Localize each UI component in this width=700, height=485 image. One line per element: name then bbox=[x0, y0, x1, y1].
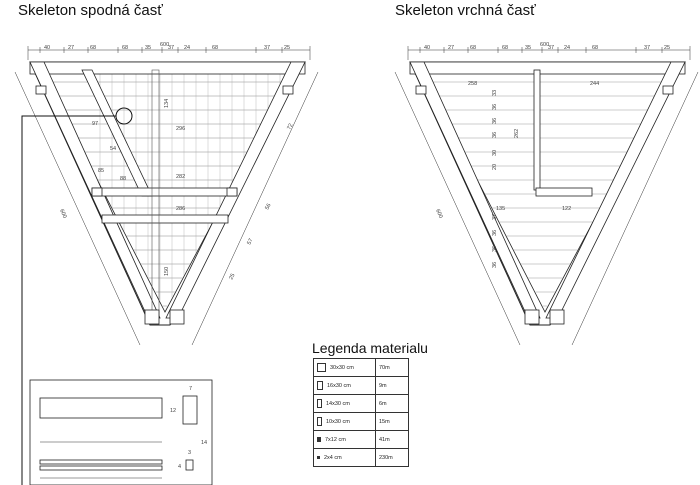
left-right-side: 56 bbox=[264, 203, 272, 211]
right-top-seg: 40 bbox=[424, 45, 430, 51]
detail-dim: 14 bbox=[201, 440, 207, 446]
right-top-seg: 68 bbox=[470, 45, 476, 51]
legend-qty: 70m bbox=[375, 358, 409, 377]
legend-qty: 15m bbox=[375, 412, 409, 431]
legend-qty: 6m bbox=[375, 394, 409, 413]
legend-size-cell: 7x12 cm bbox=[313, 430, 376, 449]
left-long-side: 600 bbox=[58, 208, 67, 219]
right-vertical-label: 20 bbox=[492, 164, 498, 170]
right-vertical-label: 36 bbox=[492, 132, 498, 138]
right-vertical-label: 30 bbox=[492, 150, 498, 156]
left-top-seg: 37 bbox=[168, 45, 174, 51]
legend-row: 30x30 cm 70m bbox=[313, 358, 409, 377]
left-inner-label: 85 bbox=[98, 168, 104, 174]
right-top-seg: 27 bbox=[448, 45, 454, 51]
left-inner-label: 296 bbox=[176, 126, 185, 132]
right-vertical-label: 33 bbox=[492, 90, 498, 96]
right-vertical-labels: 33 36 36 36 30 20 37 36 36 36 bbox=[492, 90, 498, 268]
legend-size: 7x12 cm bbox=[325, 436, 346, 443]
right-inner-label: 262 bbox=[514, 129, 520, 138]
left-inner-label: 286 bbox=[176, 206, 185, 212]
detail-dim: 4 bbox=[178, 464, 181, 470]
right-inner-label: 258 bbox=[468, 81, 477, 87]
right-vertical-label: 36 bbox=[492, 230, 498, 236]
left-top-total: 600 bbox=[160, 42, 169, 48]
left-right-side: 57 bbox=[246, 238, 254, 246]
cross-section-icon bbox=[317, 455, 320, 459]
legend-qty: 9m bbox=[375, 376, 409, 395]
right-top-seg: 68 bbox=[592, 45, 598, 51]
left-right-side: 72 bbox=[286, 123, 294, 131]
right-inner-label: 135 bbox=[496, 206, 505, 212]
right-top-total: 600 bbox=[540, 42, 549, 48]
legend-row: 14x30 cm 6m bbox=[313, 394, 409, 413]
right-vertical-label: 37 bbox=[492, 214, 498, 220]
left-inner-label: 134 bbox=[164, 99, 170, 108]
left-top-seg: 27 bbox=[68, 45, 74, 51]
legend-size: 14x30 cm bbox=[326, 400, 350, 407]
legend-size: 30x30 cm bbox=[330, 364, 354, 371]
cross-section-icon bbox=[317, 381, 323, 390]
legend-size-cell: 16x30 cm bbox=[313, 376, 376, 395]
right-top-seg: 37 bbox=[644, 45, 650, 51]
legend-row: 7x12 cm 41m bbox=[313, 430, 409, 449]
legend-size-cell: 2x4 cm bbox=[313, 448, 376, 467]
right-inner-label: 244 bbox=[590, 81, 599, 87]
left-top-seg: 35 bbox=[145, 45, 151, 51]
cross-section-icon bbox=[317, 399, 322, 408]
left-inner-label: 150 bbox=[164, 267, 170, 276]
left-top-seg: 68 bbox=[122, 45, 128, 51]
title-top-skeleton: Skeleton vrchná časť bbox=[395, 2, 536, 19]
cross-section-icon bbox=[317, 363, 326, 372]
right-long-side: 600 bbox=[434, 208, 443, 219]
left-inner-label: 97 bbox=[92, 121, 98, 127]
left-top-seg: 37 bbox=[264, 45, 270, 51]
detail-dim: 7 bbox=[189, 386, 192, 392]
legend-row: 10x30 cm 15m bbox=[313, 412, 409, 431]
legend-size-cell: 10x30 cm bbox=[313, 412, 376, 431]
legend-size: 10x30 cm bbox=[326, 418, 350, 425]
cross-section-icon bbox=[317, 417, 322, 426]
right-vertical-label: 36 bbox=[492, 118, 498, 124]
right-vertical-label: 36 bbox=[492, 104, 498, 110]
legend-qty: 230m bbox=[375, 448, 409, 467]
detail-dim: 3 bbox=[188, 450, 191, 456]
left-top-seg: 68 bbox=[90, 45, 96, 51]
left-top-seg: 25 bbox=[284, 45, 290, 51]
legend-size: 16x30 cm bbox=[327, 382, 351, 389]
cross-section-icon bbox=[317, 436, 321, 442]
left-inner-label: 88 bbox=[120, 176, 126, 182]
title-bottom-skeleton: Skeleton spodná časť bbox=[18, 2, 163, 19]
detail-dim: 12 bbox=[170, 408, 176, 414]
legend-size: 2x4 cm bbox=[324, 454, 342, 461]
left-top-seg: 24 bbox=[184, 45, 190, 51]
right-top-seg: 35 bbox=[525, 45, 531, 51]
left-top-seg: 40 bbox=[44, 45, 50, 51]
legend-size-cell: 14x30 cm bbox=[313, 394, 376, 413]
left-inner-label: 282 bbox=[176, 174, 185, 180]
legend-title: Legenda materialu bbox=[312, 340, 428, 356]
right-vertical-label: 36 bbox=[492, 246, 498, 252]
left-dimension-labels: 600 40 27 68 68 35 37 24 68 37 25 134 29… bbox=[44, 42, 294, 281]
right-top-seg: 25 bbox=[664, 45, 670, 51]
beam-detail-box bbox=[29, 379, 213, 485]
left-top-seg: 68 bbox=[212, 45, 218, 51]
legend-row: 2x4 cm 230m bbox=[313, 448, 409, 467]
right-dimension-labels: 600 40 27 68 68 35 37 24 68 37 25 258 24… bbox=[424, 42, 670, 219]
right-top-seg: 24 bbox=[564, 45, 570, 51]
right-skeleton-drawing bbox=[394, 46, 699, 346]
detail-dimension-labels: 7 12 14 3 4 bbox=[170, 386, 207, 470]
legend-row: 16x30 cm 9m bbox=[313, 376, 409, 395]
left-inner-label: 54 bbox=[110, 146, 116, 152]
right-vertical-label: 36 bbox=[492, 262, 498, 268]
legend-size-cell: 30x30 cm bbox=[313, 358, 376, 377]
left-skeleton-drawing bbox=[14, 46, 319, 485]
right-top-seg: 37 bbox=[548, 45, 554, 51]
right-top-seg: 68 bbox=[502, 45, 508, 51]
left-right-side: 25 bbox=[228, 273, 236, 281]
legend-qty: 41m bbox=[375, 430, 409, 449]
right-inner-label: 122 bbox=[562, 206, 571, 212]
